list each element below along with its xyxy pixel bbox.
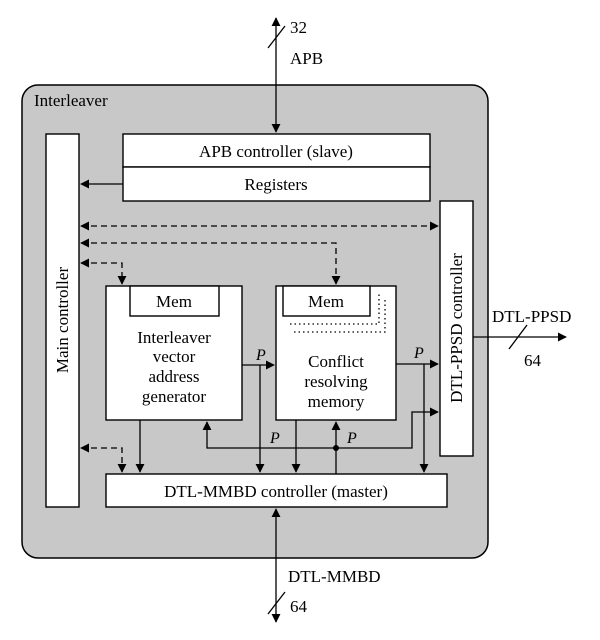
address-generator-label-3: address [149, 367, 200, 386]
mem-right-stack-dotted-1 [290, 294, 380, 325]
ivag-port-label: P [255, 347, 266, 364]
dtl-ppsd-controller-label: DTL-PPSD controller [447, 253, 466, 403]
ppsd-width-label: 64 [524, 351, 542, 370]
address-generator-label-2: vector [153, 347, 196, 366]
mmbd-width-slash [267, 591, 286, 615]
conflict-memory-label-1: Conflict [308, 352, 364, 371]
address-generator-label-4: generator [142, 387, 207, 406]
conflict-memory-label-3: memory [308, 392, 365, 411]
mmbd-bus-label: DTL-MMBD [288, 567, 381, 586]
address-generator-label-1: Interleaver [137, 328, 211, 347]
registers-label: Registers [244, 175, 307, 194]
dtl-mmbd-controller-label: DTL-MMBD controller (master) [164, 482, 388, 501]
mem-right-stack-dotted-2 [294, 299, 386, 333]
mmbd-width-label: 64 [290, 597, 308, 616]
main-to-mmbd-dashed [80, 443, 127, 473]
apb-width-slash [267, 25, 286, 49]
main-controller-label: Main controller [53, 267, 72, 374]
apb-controller-label: APB controller (slave) [199, 142, 353, 161]
return-bus-to-ppsd [336, 407, 439, 449]
main-to-ivag-dashed [80, 258, 127, 285]
conflict-memory-label-2: resolving [304, 372, 368, 391]
ppsd-bus-label: DTL-PPSD [492, 307, 571, 326]
apb-bus-label: APB [290, 49, 323, 68]
main-controller-block [45, 133, 80, 508]
registers-block [122, 166, 431, 202]
interleaver-container [21, 84, 489, 559]
main-to-crm-dashed [80, 238, 341, 285]
return-bus-to-ivag [202, 421, 336, 449]
interleaver-label: Interleaver [34, 91, 108, 110]
return-bus-port-label-right: P [346, 430, 357, 447]
ppsd-width-slash [508, 324, 528, 350]
dtl-mmbd-controller-block [105, 473, 448, 508]
dtl-ppsd-controller-block [439, 200, 474, 457]
apb-width-label: 32 [290, 18, 307, 37]
return-bus-port-label-left: P [269, 430, 280, 447]
mem-right-label: Mem [308, 292, 344, 311]
mem-right-block [282, 285, 371, 317]
crm-port-label: P [413, 345, 424, 362]
mem-left-label: Mem [156, 292, 192, 311]
apb-controller-block [122, 133, 431, 168]
mem-left-block [129, 285, 220, 317]
